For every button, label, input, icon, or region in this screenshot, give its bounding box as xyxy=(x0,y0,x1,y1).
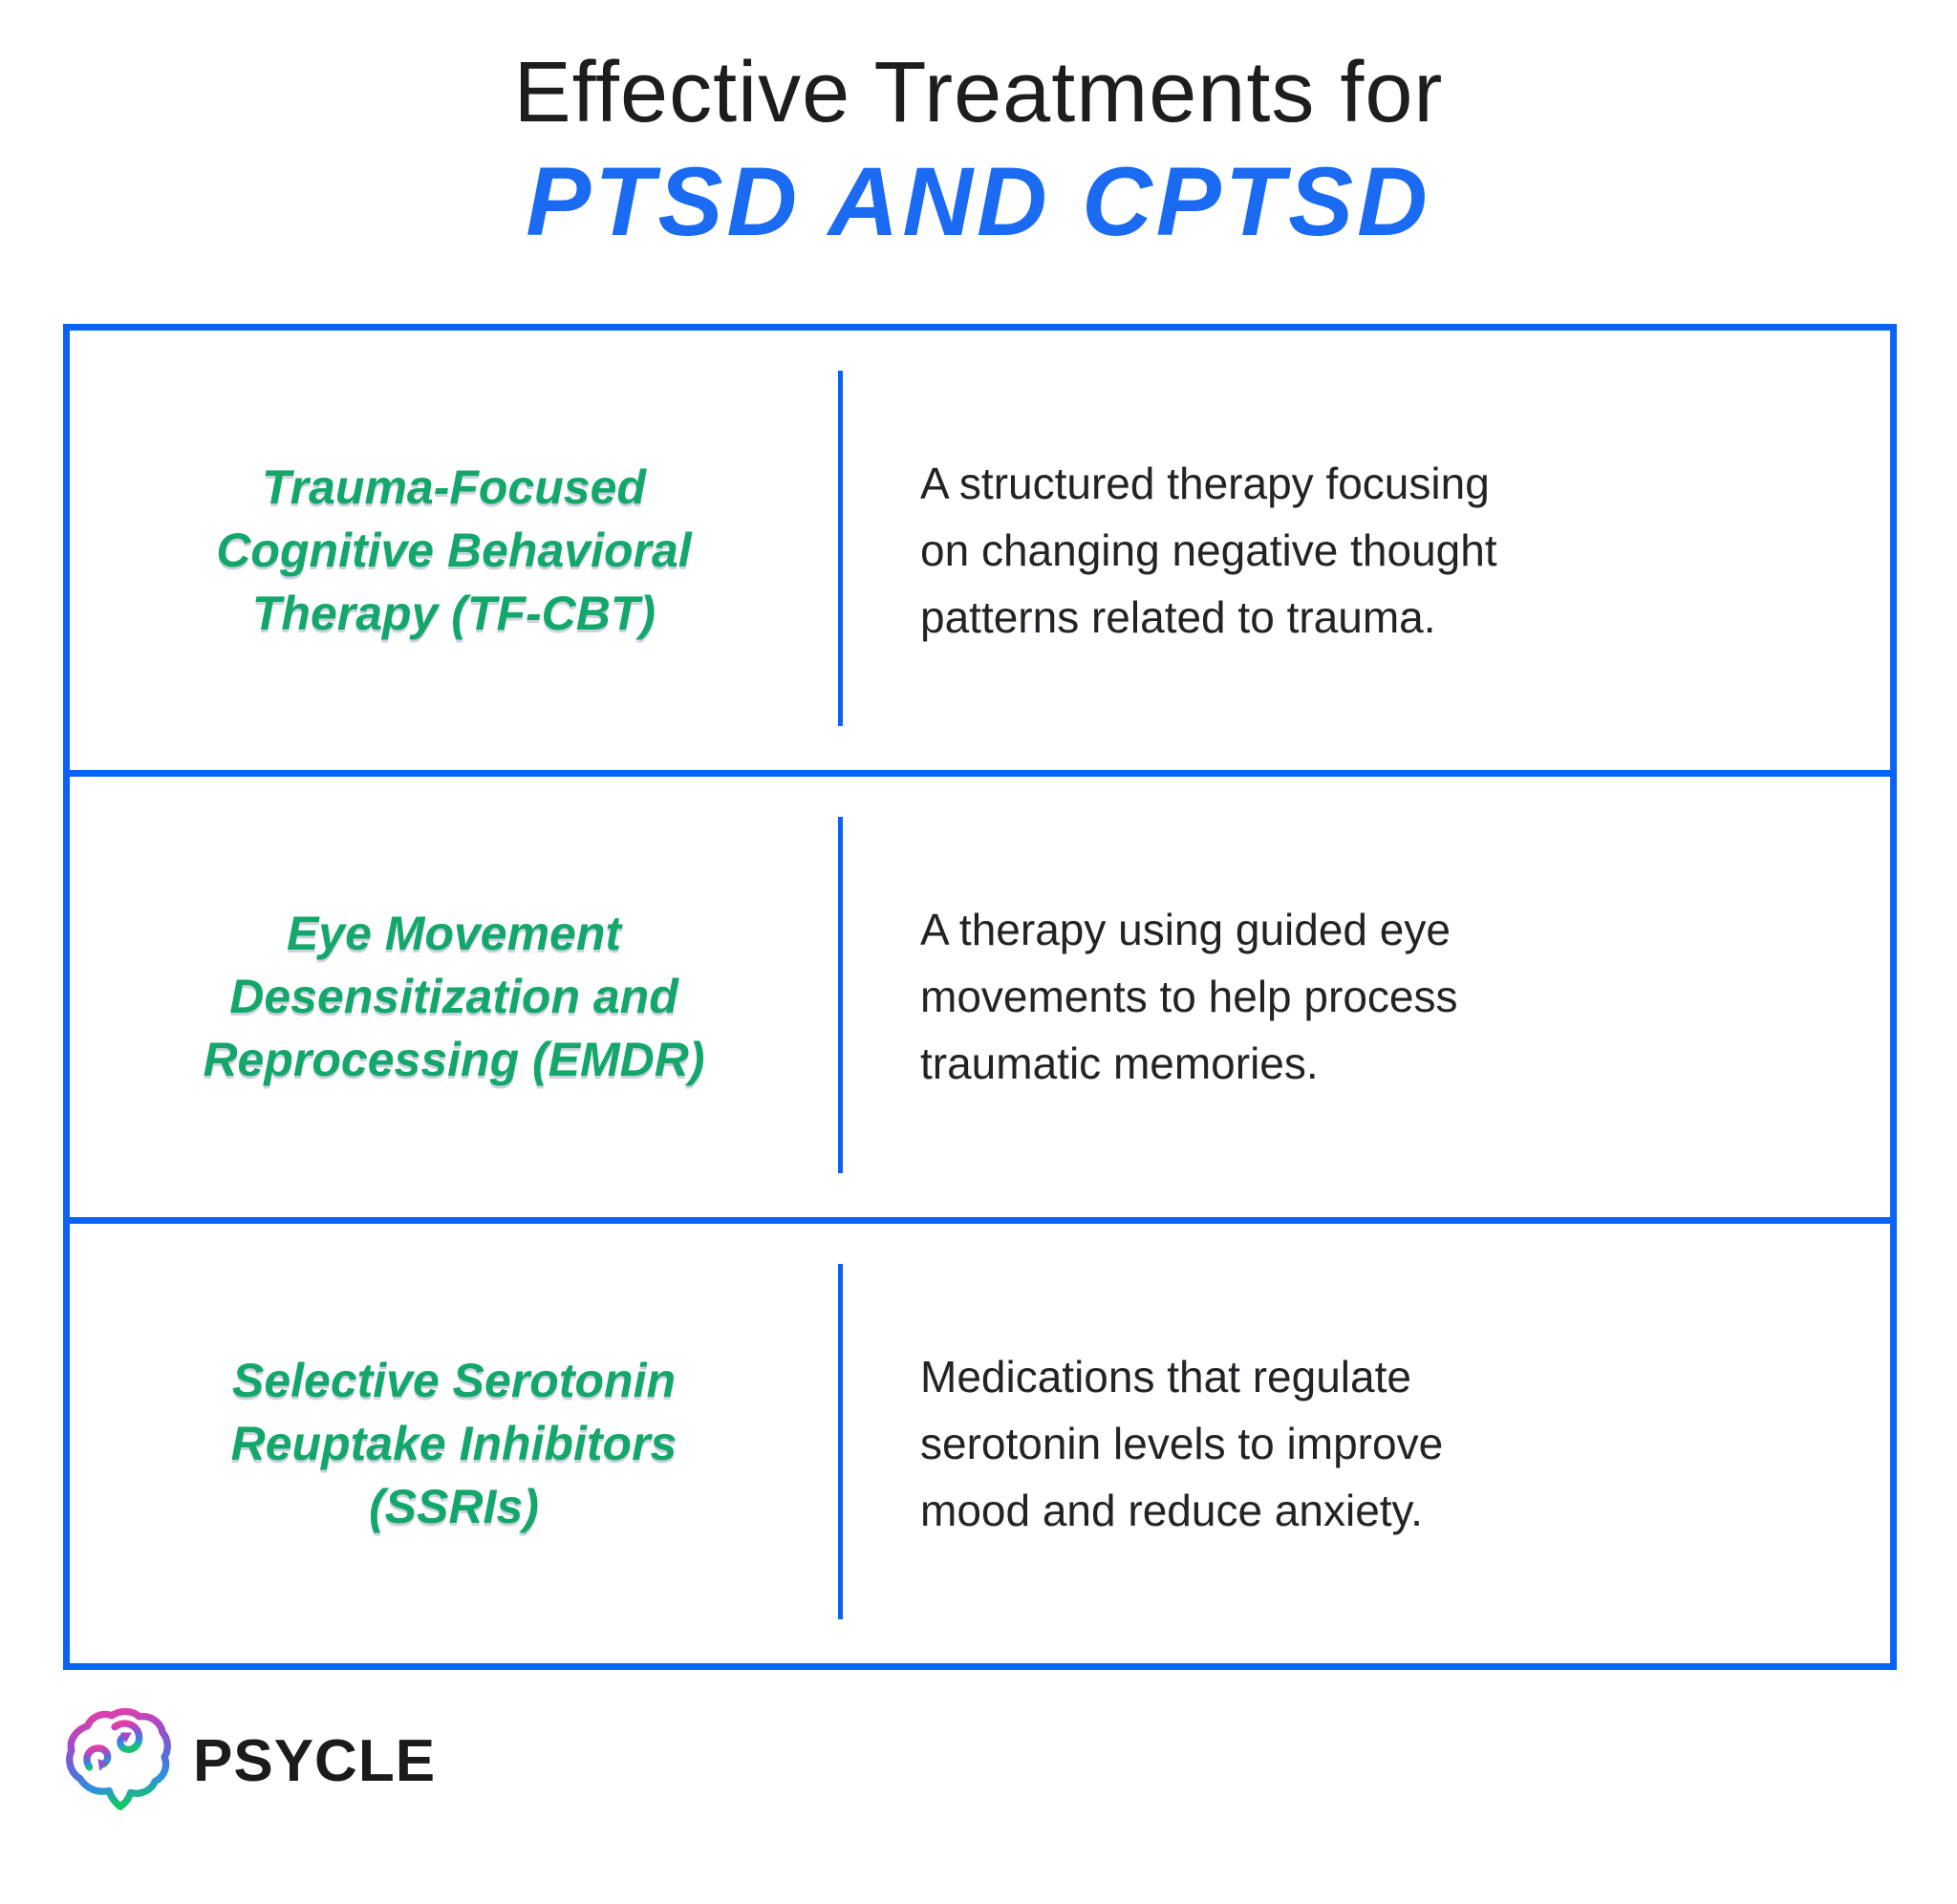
treatment-title-line: (SSRIs) xyxy=(369,1479,539,1533)
description-line: serotonin levels to improve xyxy=(920,1418,1444,1468)
description-line: on changing negative thought xyxy=(920,525,1497,576)
treatment-cell: Selective Serotonin Reuptake Inhibitors … xyxy=(70,1224,838,1663)
column-divider xyxy=(838,1263,843,1619)
description-line: traumatic memories. xyxy=(920,1038,1319,1089)
brain-cycle-icon xyxy=(61,1707,174,1813)
logo-wordmark: PSYCLE xyxy=(193,1727,437,1794)
treatment-title-line: Selective Serotonin xyxy=(231,1353,677,1407)
description-line: mood and reduce anxiety. xyxy=(920,1485,1423,1535)
column-divider xyxy=(838,817,843,1173)
description-line: movements to help process xyxy=(920,972,1458,1022)
treatment-title-line: Cognitive Behavioral xyxy=(216,524,692,578)
page-header: Effective Treatments for PTSD AND CPTSD xyxy=(0,45,1957,256)
description-line: A structured therapy focusing xyxy=(920,459,1490,509)
treatment-title-line: Therapy (TF-CBT) xyxy=(251,587,656,641)
treatments-table: Trauma-Focused Cognitive Behavioral Ther… xyxy=(63,324,1897,1670)
description-line: A therapy using guided eye xyxy=(920,905,1451,955)
page-title: Effective Treatments for xyxy=(513,45,1444,140)
table-row: Selective Serotonin Reuptake Inhibitors … xyxy=(70,1216,1890,1663)
table-row: Trauma-Focused Cognitive Behavioral Ther… xyxy=(70,331,1890,770)
brand-logo: PSYCLE xyxy=(61,1699,436,1823)
description-line: patterns related to trauma. xyxy=(920,592,1436,643)
treatment-title-line: Trauma-Focused xyxy=(262,460,646,515)
column-divider xyxy=(838,371,843,727)
treatment-title-line: Reprocessing (EMDR) xyxy=(203,1033,705,1087)
treatment-title-line: Desensitization and xyxy=(229,970,678,1024)
table-row: Eye Movement Desensitization and Reproce… xyxy=(70,770,1890,1216)
description-line: Medications that regulate xyxy=(920,1351,1411,1401)
treatment-cell: Trauma-Focused Cognitive Behavioral Ther… xyxy=(70,331,838,770)
treatment-title-line: Eye Movement xyxy=(286,907,622,961)
description-cell: Medications that regulate serotonin leve… xyxy=(838,1224,1890,1663)
treatment-title-line: Reuptake Inhibitors xyxy=(230,1416,677,1470)
description-cell: A therapy using guided eye movements to … xyxy=(838,777,1890,1216)
page-subtitle: PTSD AND CPTSD xyxy=(526,147,1431,256)
treatment-cell: Eye Movement Desensitization and Reproce… xyxy=(70,777,838,1216)
description-cell: A structured therapy focusing on changin… xyxy=(838,331,1890,770)
